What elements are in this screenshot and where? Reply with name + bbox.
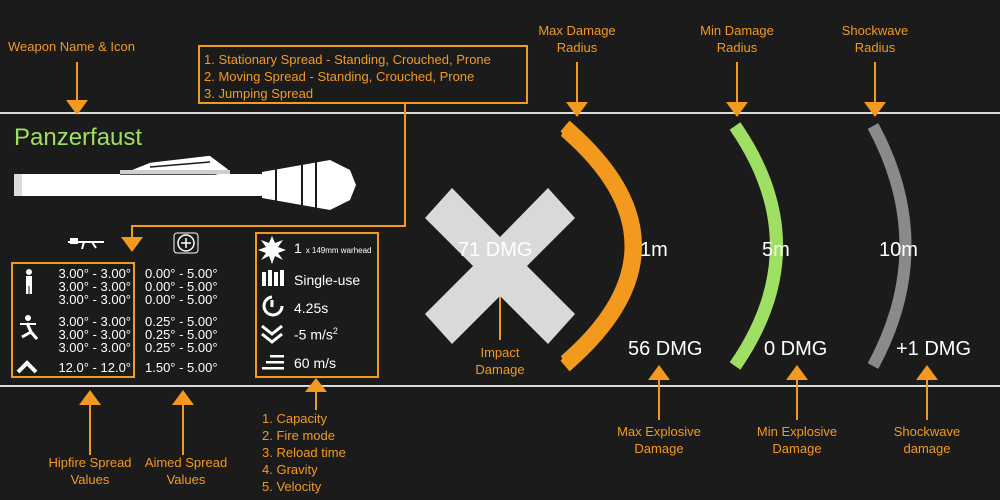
hipfire-value: 3.00° - 3.00° xyxy=(58,340,131,355)
min-radius-value: 5m xyxy=(762,239,790,261)
annotation-line: Damage xyxy=(475,362,525,377)
shockwave-damage-value: +1 DMG xyxy=(896,338,972,360)
max-radius-value: 1m xyxy=(640,239,668,261)
annotation-line: Values xyxy=(166,472,206,487)
stat-legend-item: 1. Capacity xyxy=(262,411,328,426)
gravity-icon xyxy=(261,324,283,344)
annotation-line: Damage xyxy=(634,441,684,456)
aimed-spread-values: 0.00° - 5.00° 0.00° - 5.00° 0.00° - 5.00… xyxy=(145,267,218,306)
gravity-number: -5 m/s xyxy=(294,326,333,343)
max-damage-radius-annotation: Max Damage Radius xyxy=(527,22,627,56)
capacity-number: 1 xyxy=(294,240,302,256)
aimed-value: 0.25° - 5.00° xyxy=(145,314,218,329)
panzerfaust-icon xyxy=(14,154,356,210)
annotation-line: Min Explosive xyxy=(756,424,838,439)
stat-legend-item: 4. Gravity xyxy=(262,462,318,477)
hipfire-value: 3.00° - 3.00° xyxy=(58,314,131,329)
spread-legend-item: 3. Jumping Spread xyxy=(204,86,314,101)
shockwave-damage-annotation: Shockwave damage xyxy=(877,423,977,457)
hipfire-value: 3.00° - 3.00° xyxy=(58,279,131,294)
hipfire-moving-values: 3.00° - 3.00° 3.00° - 3.00° 3.00° - 3.00… xyxy=(47,315,131,354)
aimed-value: 0.00° - 5.00° xyxy=(145,292,218,307)
reload-time-value: 4.25s xyxy=(294,300,329,316)
reload-icon xyxy=(262,295,284,317)
min-explosive-value: 0 DMG xyxy=(764,338,828,360)
capacity-note: x 149mm warhead xyxy=(305,246,372,255)
annotation-line: Max Damage xyxy=(538,23,616,38)
annotation-line: Shockwave xyxy=(893,424,961,439)
top-divider xyxy=(0,112,1000,114)
hipfire-value: 3.00° - 3.00° xyxy=(58,327,131,342)
annotation-line: Max Explosive xyxy=(617,424,701,439)
shockwave-radius-annotation: Shockwave Radius xyxy=(825,22,925,56)
hipfire-rifle-icon xyxy=(68,238,104,250)
aimed-value: 0.00° - 5.00° xyxy=(145,266,218,281)
stat-legend-item: 2. Fire mode xyxy=(262,428,335,443)
hipfire-value: 3.00° - 3.00° xyxy=(58,292,131,307)
weapon-name-icon-annotation: Weapon Name & Icon xyxy=(8,39,135,54)
shockwave-radius-value: 10m xyxy=(879,239,918,261)
fire-mode-value: Single-use xyxy=(294,272,361,288)
velocity-icon xyxy=(262,355,284,370)
aimed-jump-value: 1.50° - 5.00° xyxy=(145,360,218,375)
annotation-line: Values xyxy=(70,472,110,487)
aimed-value: 0.25° - 5.00° xyxy=(145,340,218,355)
hipfire-values-annotation: Hipfire Spread Values xyxy=(40,454,140,488)
max-explosive-value: 56 DMG xyxy=(628,338,703,360)
stats-box xyxy=(255,232,379,378)
annotation-line: Aimed Spread xyxy=(144,455,228,470)
ammo-icon xyxy=(262,270,284,286)
annotation-line: damage xyxy=(903,441,951,456)
weapon-name: Panzerfaust xyxy=(14,124,143,151)
hipfire-value: 3.00° - 3.00° xyxy=(58,266,131,281)
spread-legend-box: 1. Stationary Spread - Standing, Crouche… xyxy=(198,45,528,104)
impact-damage-value: 71 DMG xyxy=(458,239,533,261)
max-explosive-annotation: Max Explosive Damage xyxy=(603,423,715,457)
jump-chevron-icon xyxy=(16,360,38,374)
impact-damage-annotation: Impact Damage xyxy=(450,344,550,378)
stat-legend-list: 1. Capacity 2. Fire mode 3. Reload time … xyxy=(262,410,346,495)
min-damage-radius-annotation: Min Damage Radius xyxy=(687,22,787,56)
annotation-line: Radius xyxy=(716,40,758,55)
stat-legend-item: 5. Velocity xyxy=(262,479,322,494)
annotation-line: Shockwave xyxy=(841,23,909,38)
aimed-moving-values: 0.25° - 5.00° 0.25° - 5.00° 0.25° - 5.00… xyxy=(145,315,218,354)
hipfire-spread-box xyxy=(11,262,135,378)
min-damage-arc xyxy=(729,122,783,370)
shockwave-arc xyxy=(867,123,912,369)
crosshair-icon xyxy=(173,232,199,254)
annotation-line: Min Damage xyxy=(700,23,774,38)
bottom-divider xyxy=(0,385,1000,387)
explosion-icon xyxy=(258,236,286,264)
aimed-values-annotation: Aimed Spread Values xyxy=(136,454,236,488)
annotation-line: Radius xyxy=(854,40,896,55)
spread-legend-item: 1. Stationary Spread - Standing, Crouche… xyxy=(204,52,491,67)
standing-icon xyxy=(26,269,32,294)
gravity-value: -5 m/s2 xyxy=(294,326,338,343)
annotation-line: Damage xyxy=(772,441,822,456)
gravity-exponent: 2 xyxy=(332,326,338,336)
stat-legend-item: 3. Reload time xyxy=(262,445,346,460)
aimed-value: 0.00° - 5.00° xyxy=(145,279,218,294)
annotation-line: Impact xyxy=(480,345,520,360)
annotation-line: Radius xyxy=(556,40,598,55)
hipfire-spread-values: 3.00° - 3.00° 3.00° - 3.00° 3.00° - 3.00… xyxy=(47,267,131,306)
capacity-value: 1 x 149mm warhead xyxy=(294,240,372,256)
min-explosive-annotation: Min Explosive Damage xyxy=(741,423,853,457)
moving-icon xyxy=(20,315,39,340)
velocity-value: 60 m/s xyxy=(294,355,337,371)
spread-legend-item: 2. Moving Spread - Standing, Crouched, P… xyxy=(204,69,475,84)
annotation-line: Hipfire Spread xyxy=(48,455,132,470)
aimed-value: 0.25° - 5.00° xyxy=(145,327,218,342)
hipfire-jump-value: 12.0° - 12.0° xyxy=(58,360,131,375)
impact-x-icon xyxy=(425,188,575,344)
